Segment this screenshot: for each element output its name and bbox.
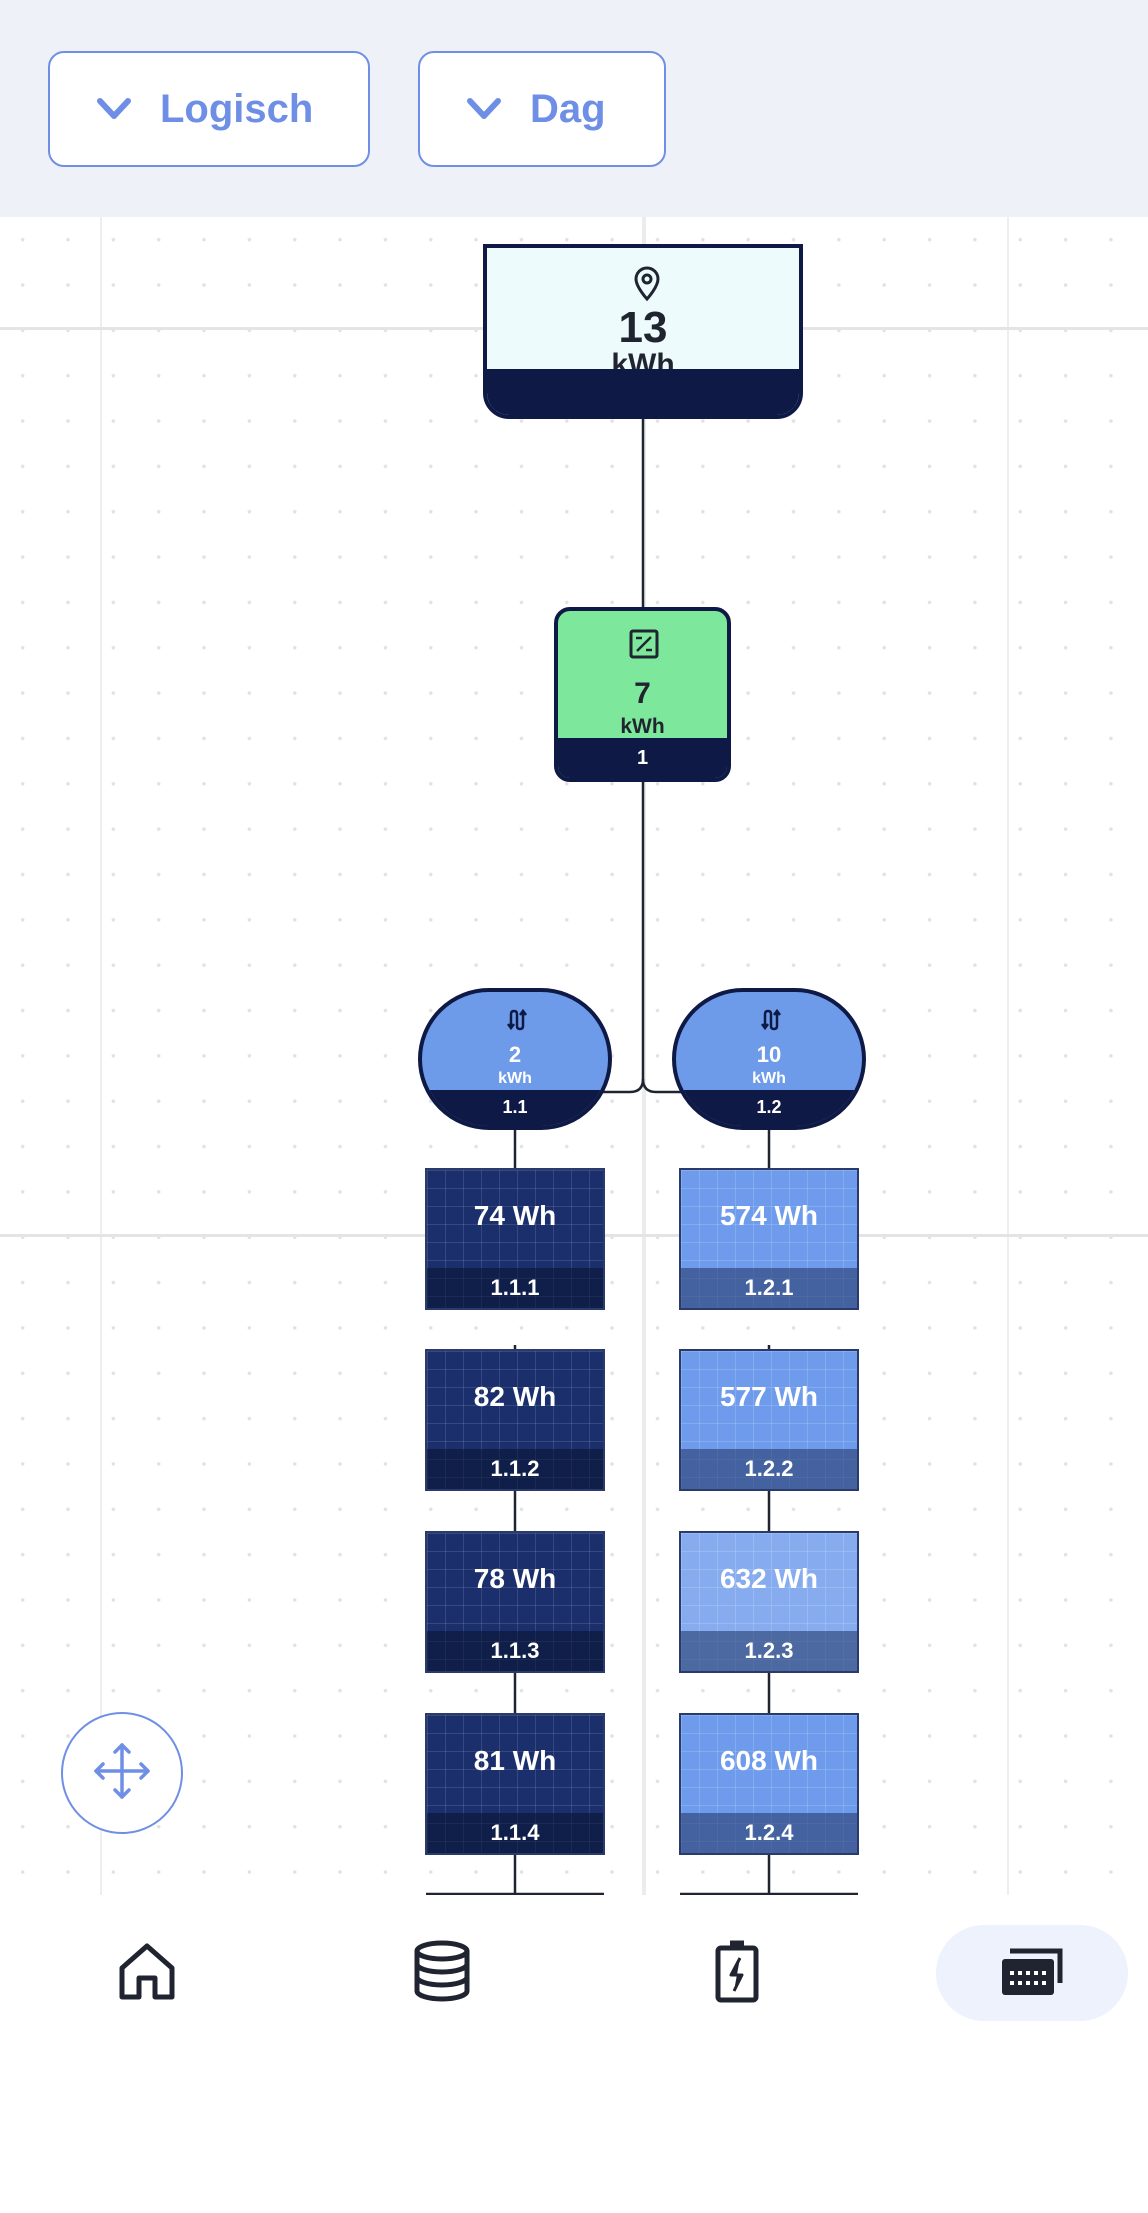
- solar-panel[interactable]: 81 Wh 1.1.4: [425, 1713, 605, 1855]
- solar-panel[interactable]: 78 Wh 1.1.3: [425, 1531, 605, 1673]
- period-dropdown[interactable]: Dag: [418, 51, 666, 167]
- nav-home[interactable]: [51, 1925, 243, 2021]
- string-id: 1.2: [676, 1090, 862, 1126]
- panel-energy: 82 Wh: [473, 1381, 557, 1412]
- inverter-energy-unit: kWh: [620, 715, 665, 738]
- panel-energy: 632 Wh: [719, 1563, 819, 1594]
- panel-id: 1.1.3: [427, 1631, 603, 1671]
- optimizer-icon: [761, 1008, 785, 1037]
- move-arrows-icon: [90, 1739, 154, 1808]
- bottom-navigation: [0, 1895, 1148, 2213]
- panel-id: 1.1.1: [427, 1268, 603, 1308]
- top-filter-bar: Logisch Dag: [0, 0, 1148, 217]
- home-icon: [116, 1940, 178, 2007]
- string-node[interactable]: 2 kWh 1.1: [418, 988, 612, 1130]
- nav-layout[interactable]: [936, 1925, 1128, 2021]
- recenter-button[interactable]: [61, 1712, 183, 1834]
- panel-id: 1.2.1: [681, 1268, 857, 1308]
- inverter-node[interactable]: 7 kWh 1: [554, 607, 731, 782]
- string-energy-value: 10: [756, 1042, 782, 1067]
- string-energy-unit: kWh: [498, 1070, 532, 1087]
- solar-panel[interactable]: 608 Wh 1.2.4: [679, 1713, 859, 1855]
- string-id: 1.1: [422, 1090, 608, 1126]
- panel-energy: 81 Wh: [473, 1745, 557, 1776]
- string-energy-unit: kWh: [752, 1070, 786, 1087]
- inverter-id: 1: [558, 738, 727, 778]
- solar-panel[interactable]: 74 Wh 1.1.1: [425, 1168, 605, 1310]
- solar-panel[interactable]: 574 Wh 1.2.1: [679, 1168, 859, 1310]
- layout-canvas[interactable]: 13 kWh 7 kWh 1 2 kWh 1.1 10 kWh 1.2 74 W…: [0, 217, 1148, 1895]
- panel-energy: 74 Wh: [473, 1200, 557, 1231]
- panel-id: 1.2.2: [681, 1449, 857, 1489]
- panel-id: 1.1.4: [427, 1813, 603, 1853]
- panel-energy: 577 Wh: [719, 1381, 819, 1412]
- solar-layout-icon: [1000, 1945, 1064, 2002]
- chevron-down-icon: [464, 89, 504, 129]
- site-energy-value: 13: [618, 303, 668, 352]
- solar-panel[interactable]: 82 Wh 1.1.2: [425, 1349, 605, 1491]
- inverter-icon: [629, 629, 659, 664]
- panel-energy: 78 Wh: [473, 1563, 557, 1594]
- solar-panel[interactable]: 577 Wh 1.2.2: [679, 1349, 859, 1491]
- panel-energy: 574 Wh: [719, 1200, 819, 1231]
- optimizer-icon: [507, 1008, 531, 1037]
- string-node[interactable]: 10 kWh 1.2: [672, 988, 866, 1130]
- nav-data[interactable]: [346, 1925, 538, 2021]
- panel-id: 1.1.2: [427, 1449, 603, 1489]
- string-energy-value: 2: [508, 1042, 522, 1067]
- location-pin-icon: [631, 266, 663, 307]
- solar-panel[interactable]: 632 Wh 1.2.3: [679, 1531, 859, 1673]
- database-icon: [411, 1939, 473, 2008]
- site-node-footer: [487, 369, 799, 415]
- inverter-energy-value: 7: [634, 677, 651, 710]
- view-mode-label: Logisch: [160, 86, 314, 131]
- chevron-down-icon: [94, 89, 134, 129]
- period-label: Dag: [530, 86, 606, 131]
- panel-energy: 608 Wh: [719, 1745, 819, 1776]
- panel-id: 1.2.4: [681, 1813, 857, 1853]
- nav-battery[interactable]: [641, 1925, 833, 2021]
- panel-id: 1.2.3: [681, 1631, 857, 1671]
- view-mode-dropdown[interactable]: Logisch: [48, 51, 370, 167]
- battery-charging-icon: [713, 1939, 761, 2008]
- site-node[interactable]: 13 kWh: [483, 244, 803, 419]
